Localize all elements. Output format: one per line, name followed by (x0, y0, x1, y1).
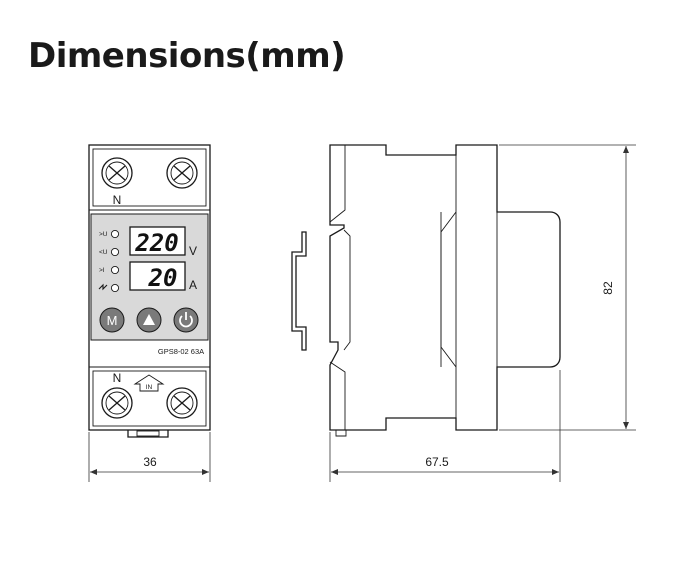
bottom-terminal-left (101, 387, 133, 419)
top-terminal-right (166, 157, 198, 189)
indicator-led-icon (110, 265, 120, 275)
current-display (129, 261, 186, 291)
top-terminal-left (101, 157, 133, 189)
indicator-power (98, 283, 120, 293)
side-view: 82 67.5 (291, 144, 636, 482)
width-dimension: 36 (143, 455, 157, 469)
bottom-terminal-label: N (113, 371, 122, 385)
lightning-icon (98, 283, 108, 291)
bottom-terminal-right (166, 387, 198, 419)
power-icon (179, 312, 193, 328)
indicator-led-icon (110, 283, 120, 293)
current-reading: 20 (148, 264, 178, 292)
voltage-unit: V (189, 244, 197, 258)
page-title: Dimensions(mm) (28, 36, 346, 76)
in-arrow-icon: IN (133, 374, 165, 392)
up-button[interactable] (136, 307, 162, 333)
power-button[interactable] (173, 307, 199, 333)
svg-text:>I: >I (99, 267, 105, 274)
depth-dimension: 67.5 (425, 455, 449, 469)
height-dimension: 82 (601, 281, 615, 295)
indicator-led-icon (110, 229, 120, 239)
model-label: GPS8-02 63A (158, 347, 204, 356)
current-unit: A (189, 278, 197, 292)
top-terminal-label: N (113, 193, 122, 207)
front-body-outline (88, 144, 211, 431)
triangle-up-icon (143, 314, 155, 325)
front-view: N >U <U >I 220 V 20 A M (88, 144, 211, 482)
indicator-under-voltage: <U (99, 247, 120, 257)
indicator-over-voltage: >U (99, 229, 120, 239)
voltage-display (129, 226, 186, 256)
din-rail (291, 231, 307, 351)
side-body-outline (329, 144, 561, 431)
indicator-led-icon (110, 247, 120, 257)
in-arrow-label: IN (146, 384, 153, 391)
svg-text:>U: >U (99, 231, 108, 238)
indicator-over-current: >I (99, 265, 120, 275)
svg-text:<U: <U (99, 249, 108, 256)
m-button[interactable]: M (99, 307, 125, 333)
din-clip (127, 430, 169, 438)
voltage-reading: 220 (134, 229, 178, 257)
m-letter-icon: M (107, 313, 118, 328)
